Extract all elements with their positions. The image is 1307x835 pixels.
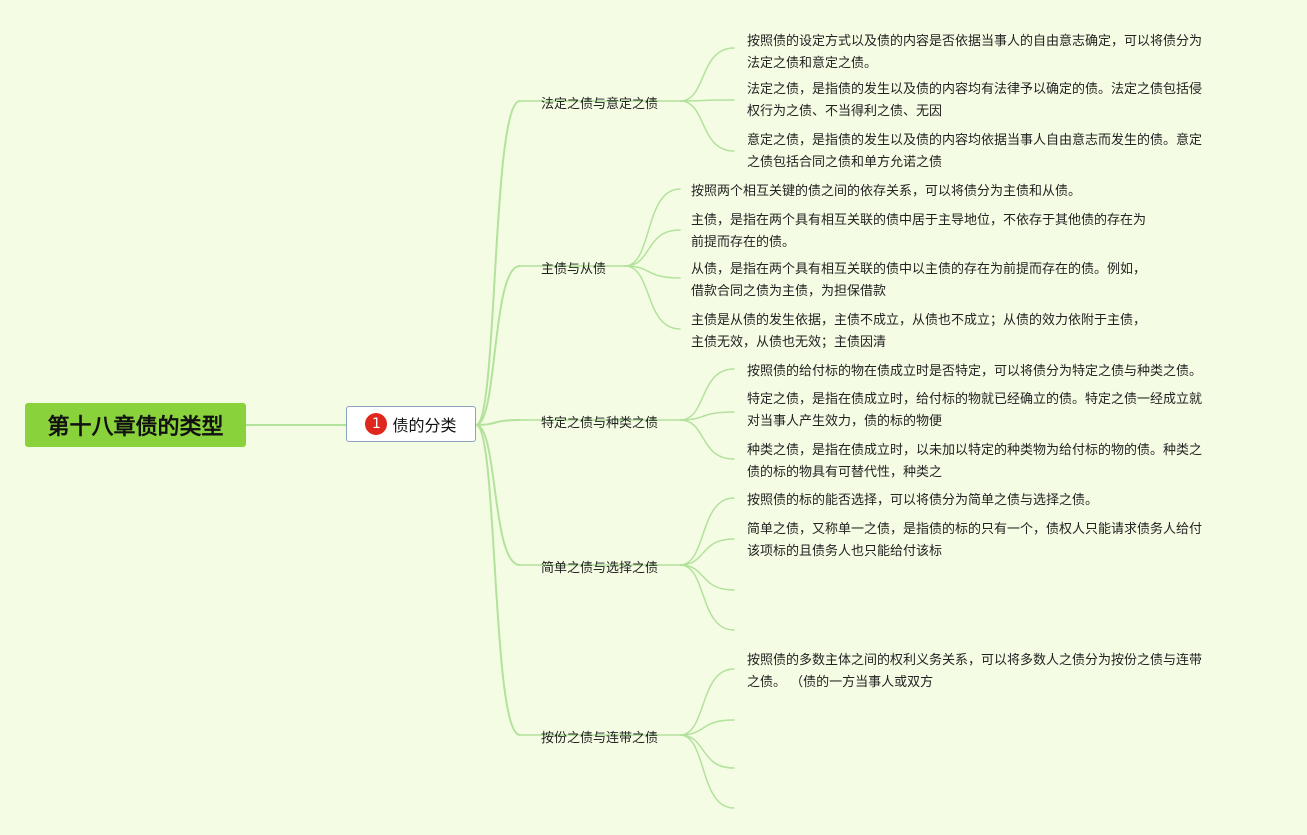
connector-line: [679, 99, 735, 102]
leaf-text-line: 从债，是指在两个具有相互关联的债中以主债的存在为前提而存在的债。例如，: [691, 262, 1147, 277]
leaf-topic[interactable]: 主债，是指在两个具有相互关联的债中居于主导地位，不依存于其他债的存在为 前提而存…: [691, 210, 1146, 254]
leaf-text-line: 种类之债，是指在债成立时，以未加以特定的种类物为给付标的物的债。种类之: [747, 443, 1203, 458]
connector-line: [679, 47, 735, 102]
leaf-text-line: 之债包括合同之债和单方允诺之债: [747, 155, 943, 170]
leaf-topic[interactable]: 按照债的设定方式以及债的内容是否依据当事人的自由意志确定，可以将债分为 法定之债…: [747, 31, 1202, 75]
leaf-topic[interactable]: 法定之债，是指债的发生以及债的内容均有法律予以确定的债。法定之债包括侵 权行为之…: [747, 79, 1202, 123]
main-topic-label: 债的分类: [392, 416, 457, 435]
leaf-text-line: 意定之债，是指债的发生以及债的内容均依据当事人自由意志而发生的债。意定: [747, 133, 1203, 148]
leaf-topic[interactable]: 从债，是指在两个具有相互关联的债中以主债的存在为前提而存在的债。例如， 借款合同…: [691, 259, 1146, 303]
leaf-text-line: 债的标的物具有可替代性，种类之: [747, 465, 943, 480]
connector-line: [624, 265, 681, 330]
connector-line: [679, 564, 735, 591]
branch-topic[interactable]: 特定之债与种类之债: [541, 412, 658, 431]
branch-topic[interactable]: 简单之债与选择之债: [541, 557, 658, 576]
connector-line: [679, 419, 735, 460]
root-topic-label: 第十八章债的类型: [47, 415, 224, 440]
leaf-text-line: 简单之债，又称单一之债，是指债的标的只有一个，债权人只能请求债务人给付: [747, 522, 1203, 537]
leaf-text-line: 按照债的多数主体之间的权利义务关系，可以将多数人之债分为按份之债与连带: [747, 653, 1203, 668]
connector-line: [624, 229, 681, 267]
leaf-text-line: 按照债的给付标的物在债成立时是否特定，可以将债分为特定之债与种类之债。: [747, 364, 1203, 379]
branch-topic-label: 特定之债与种类之债: [541, 416, 659, 431]
root-topic[interactable]: 第十八章债的类型: [25, 403, 246, 447]
leaf-topic[interactable]: 种类之债，是指在债成立时，以未加以特定的种类物为给付标的物的债。种类之 债的标的…: [747, 440, 1202, 484]
leaf-topic[interactable]: 按照债的给付标的物在债成立时是否特定，可以将债分为特定之债与种类之债。: [747, 361, 1202, 383]
leaf-text-line: 按照债的标的能否选择，可以将债分为简单之债与选择之债。: [747, 493, 1099, 508]
connector-line: [679, 538, 735, 566]
connector-line: [679, 411, 735, 421]
branch-topic-label: 主债与从债: [541, 262, 607, 277]
connector-line: [475, 419, 521, 426]
connector-line: [624, 188, 681, 267]
branch-topic-label: 法定之债与意定之债: [541, 97, 659, 112]
connector-line: [475, 424, 521, 736]
leaf-text-line: 按照债的设定方式以及债的内容是否依据当事人的自由意志确定，可以将债分为: [747, 34, 1203, 49]
branch-topic[interactable]: 主债与从债: [541, 258, 606, 277]
leaf-text-line: 主债是从债的发生依据，主债不成立，从债也不成立；从债的效力依附于主债，: [691, 313, 1147, 328]
leaf-topic[interactable]: 特定之债，是指在债成立时，给付标的物就已经确立的债。特定之债一经成立就 对当事人…: [747, 389, 1202, 433]
leaf-text-line: 主债，是指在两个具有相互关联的债中居于主导地位，不依存于其他债的存在为: [691, 213, 1147, 228]
connector-line: [624, 265, 681, 279]
connector-line: [475, 424, 521, 566]
connector-line: [679, 497, 735, 566]
leaf-topic[interactable]: 按照债的多数主体之间的权利义务关系，可以将多数人之债分为按份之债与连带 之债。 …: [747, 650, 1202, 694]
leaf-text-line: 该项标的且债务人也只能给付该标: [747, 544, 943, 559]
priority-1-icon: 1: [365, 413, 388, 435]
connector-line: [679, 719, 735, 736]
leaf-topic[interactable]: 主债是从债的发生依据，主债不成立，从债也不成立；从债的效力依附于主债， 主债无效…: [691, 310, 1146, 354]
main-topic[interactable]: 1 债的分类: [346, 406, 476, 442]
connector-line: [679, 734, 735, 809]
leaf-text-line: 之债。 （债的一方当事人或双方: [747, 675, 934, 690]
leaf-text-line: 主债无效，从债也无效；主债因清: [691, 335, 887, 350]
connector-line: [679, 734, 735, 769]
leaf-text-line: 法定之债和意定之债。: [747, 56, 878, 71]
leaf-text-line: 借款合同之债为主债，为担保借款: [691, 284, 887, 299]
connector-line: [679, 564, 735, 631]
connector-line: [475, 100, 521, 426]
leaf-text-line: 法定之债，是指债的发生以及债的内容均有法律予以确定的债。法定之债包括侵: [747, 82, 1203, 97]
leaf-topic[interactable]: 简单之债，又称单一之债，是指债的标的只有一个，债权人只能请求债务人给付 该项标的…: [747, 519, 1202, 563]
connector-line: [679, 668, 735, 736]
connector-line: [475, 265, 521, 426]
leaf-topic[interactable]: 按照两个相互关键的债之间的依存关系，可以将债分为主债和从债。: [691, 181, 1081, 203]
branch-topic[interactable]: 法定之债与意定之债: [541, 93, 658, 112]
leaf-text-line: 特定之债，是指在债成立时，给付标的物就已经确立的债。特定之债一经成立就: [747, 392, 1203, 407]
leaf-text-line: 对当事人产生效力，债的标的物便: [747, 414, 943, 429]
leaf-text-line: 权行为之债、不当得利之债、无因: [747, 104, 943, 119]
leaf-topic[interactable]: 按照债的标的能否选择，可以将债分为简单之债与选择之债。: [747, 490, 1098, 512]
branch-topic[interactable]: 按份之债与连带之债: [541, 727, 658, 746]
connector-line: [679, 100, 735, 152]
leaf-topic[interactable]: 意定之债，是指债的发生以及债的内容均依据当事人自由意志而发生的债。意定 之债包括…: [747, 130, 1202, 174]
leaf-text-line: 前提而存在的债。: [691, 235, 796, 250]
branch-topic-label: 简单之债与选择之债: [541, 561, 659, 576]
leaf-text-line: 按照两个相互关键的债之间的依存关系，可以将债分为主债和从债。: [691, 184, 1082, 199]
connector-line: [679, 368, 735, 421]
branch-topic-label: 按份之债与连带之债: [541, 731, 659, 746]
